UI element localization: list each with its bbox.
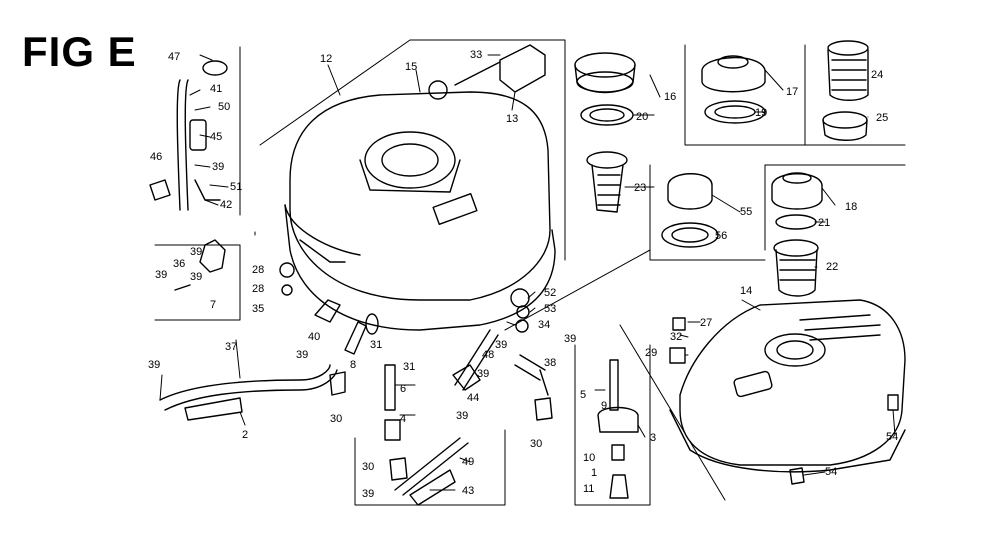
valve-group-left xyxy=(149,60,228,291)
part-callout-8: 8 xyxy=(350,359,356,371)
part-callout-39: 39 xyxy=(212,161,224,173)
part-callout-39: 39 xyxy=(362,488,374,500)
part-callout-28: 28 xyxy=(252,283,264,295)
part-callout-46: 46 xyxy=(150,151,162,163)
part-callout-33: 33 xyxy=(470,49,482,61)
part-callout-5: 5 xyxy=(580,389,586,401)
part-callout-12: 12 xyxy=(320,53,332,65)
part-callout-15: 15 xyxy=(405,61,417,73)
part-callout-22: 22 xyxy=(826,261,838,273)
part-callout-56: 56 xyxy=(715,230,727,242)
part-callout-23: 23 xyxy=(634,182,646,194)
part-callout-29: 29 xyxy=(645,347,657,359)
part-callout-39: 39 xyxy=(296,349,308,361)
part-callout-54: 54 xyxy=(886,431,898,443)
part-callout-37: 37 xyxy=(225,341,237,353)
part-callout-30: 30 xyxy=(330,413,342,425)
part-callout-11: 11 xyxy=(583,483,594,495)
part-callout-35: 35 xyxy=(252,303,264,315)
figure-title: FIG E xyxy=(22,28,137,75)
hose-2-37 xyxy=(159,364,338,421)
part-callout-13: 13 xyxy=(506,113,518,125)
cap-18 xyxy=(771,172,823,210)
part-callout-9: 9 xyxy=(601,400,607,412)
part-callout-39: 39 xyxy=(477,368,489,380)
part-callout-41: 41 xyxy=(210,83,222,95)
part-callout-36: 36 xyxy=(173,258,185,270)
leader-lines xyxy=(159,54,896,491)
ring-25 xyxy=(822,111,868,141)
gasket-20 xyxy=(580,104,634,126)
part-callout-39: 39 xyxy=(456,410,468,422)
part-callout-55: 55 xyxy=(740,206,752,218)
part-callout-2: 2 xyxy=(242,429,248,441)
part-callout-4: 4 xyxy=(400,413,406,425)
part-callout-53: 53 xyxy=(544,303,556,315)
hose-49-48 xyxy=(394,329,549,506)
part-callout-39: 39 xyxy=(564,333,576,345)
part-callout-39: 39 xyxy=(190,271,202,283)
part-callout-6: 6 xyxy=(400,383,406,395)
strainer-23 xyxy=(586,151,628,213)
part-callout-31: 31 xyxy=(370,339,382,351)
cap-17 xyxy=(701,55,766,93)
part-callout-34: 34 xyxy=(538,319,550,331)
panel-outlines xyxy=(154,39,906,506)
part-callout-16: 16 xyxy=(664,91,676,103)
ring-21 xyxy=(775,214,817,230)
part-callout-27: 27 xyxy=(700,317,712,329)
part-callout-49: 49 xyxy=(462,456,474,468)
part-callout-7: 7 xyxy=(210,299,216,311)
gasket-56 xyxy=(661,222,719,248)
small-fittings xyxy=(279,262,899,499)
part-callout-28: 28 xyxy=(252,264,264,276)
part-callout-47: 47 xyxy=(168,51,180,63)
part-callout-39: 39 xyxy=(190,246,202,258)
callout-layer: 4741504539514246121533131620231719242555… xyxy=(148,49,898,500)
part-callout-31: 31 xyxy=(403,361,415,373)
strainer-22 xyxy=(773,239,819,297)
part-callout-1: 1 xyxy=(591,467,597,479)
part-callout-39: 39 xyxy=(148,359,160,371)
part-callout-30: 30 xyxy=(530,438,542,450)
part-callout-40: 40 xyxy=(308,331,320,343)
cap-55 xyxy=(667,173,713,210)
part-callout-51: 51 xyxy=(230,181,242,193)
part-callout-44: 44 xyxy=(467,392,479,404)
cap-16 xyxy=(574,52,636,94)
part-callout-14: 14 xyxy=(740,285,752,297)
part-callout-20: 20 xyxy=(636,111,648,123)
part-callout-43: 43 xyxy=(462,485,474,497)
part-callout-54: 54 xyxy=(825,466,837,478)
part-callout-52: 52 xyxy=(544,287,556,299)
part-callout-45: 45 xyxy=(210,131,222,143)
fuel-tank-alt xyxy=(669,299,906,473)
part-callout-42: 42 xyxy=(220,199,232,211)
part-callout-25: 25 xyxy=(876,112,888,124)
part-callout-38: 38 xyxy=(544,357,556,369)
fuel-tank-main xyxy=(284,91,556,331)
part-callout-48: 48 xyxy=(482,349,494,361)
part-callout-17: 17 xyxy=(786,86,798,98)
part-callout-30: 30 xyxy=(362,461,374,473)
gauge-bracket-13 xyxy=(428,44,546,100)
part-callout-3: 3 xyxy=(650,432,656,444)
part-callout-10: 10 xyxy=(583,452,595,464)
part-callout-24: 24 xyxy=(871,69,883,81)
part-callout-39: 39 xyxy=(155,269,167,281)
part-callout-18: 18 xyxy=(845,201,857,213)
strainer-24 xyxy=(827,40,869,101)
part-callout-19: 19 xyxy=(755,107,767,119)
part-callout-50: 50 xyxy=(218,101,230,113)
part-callout-21: 21 xyxy=(818,217,830,229)
part-callout-32: 32 xyxy=(670,331,682,343)
part-callout-39: 39 xyxy=(495,339,507,351)
